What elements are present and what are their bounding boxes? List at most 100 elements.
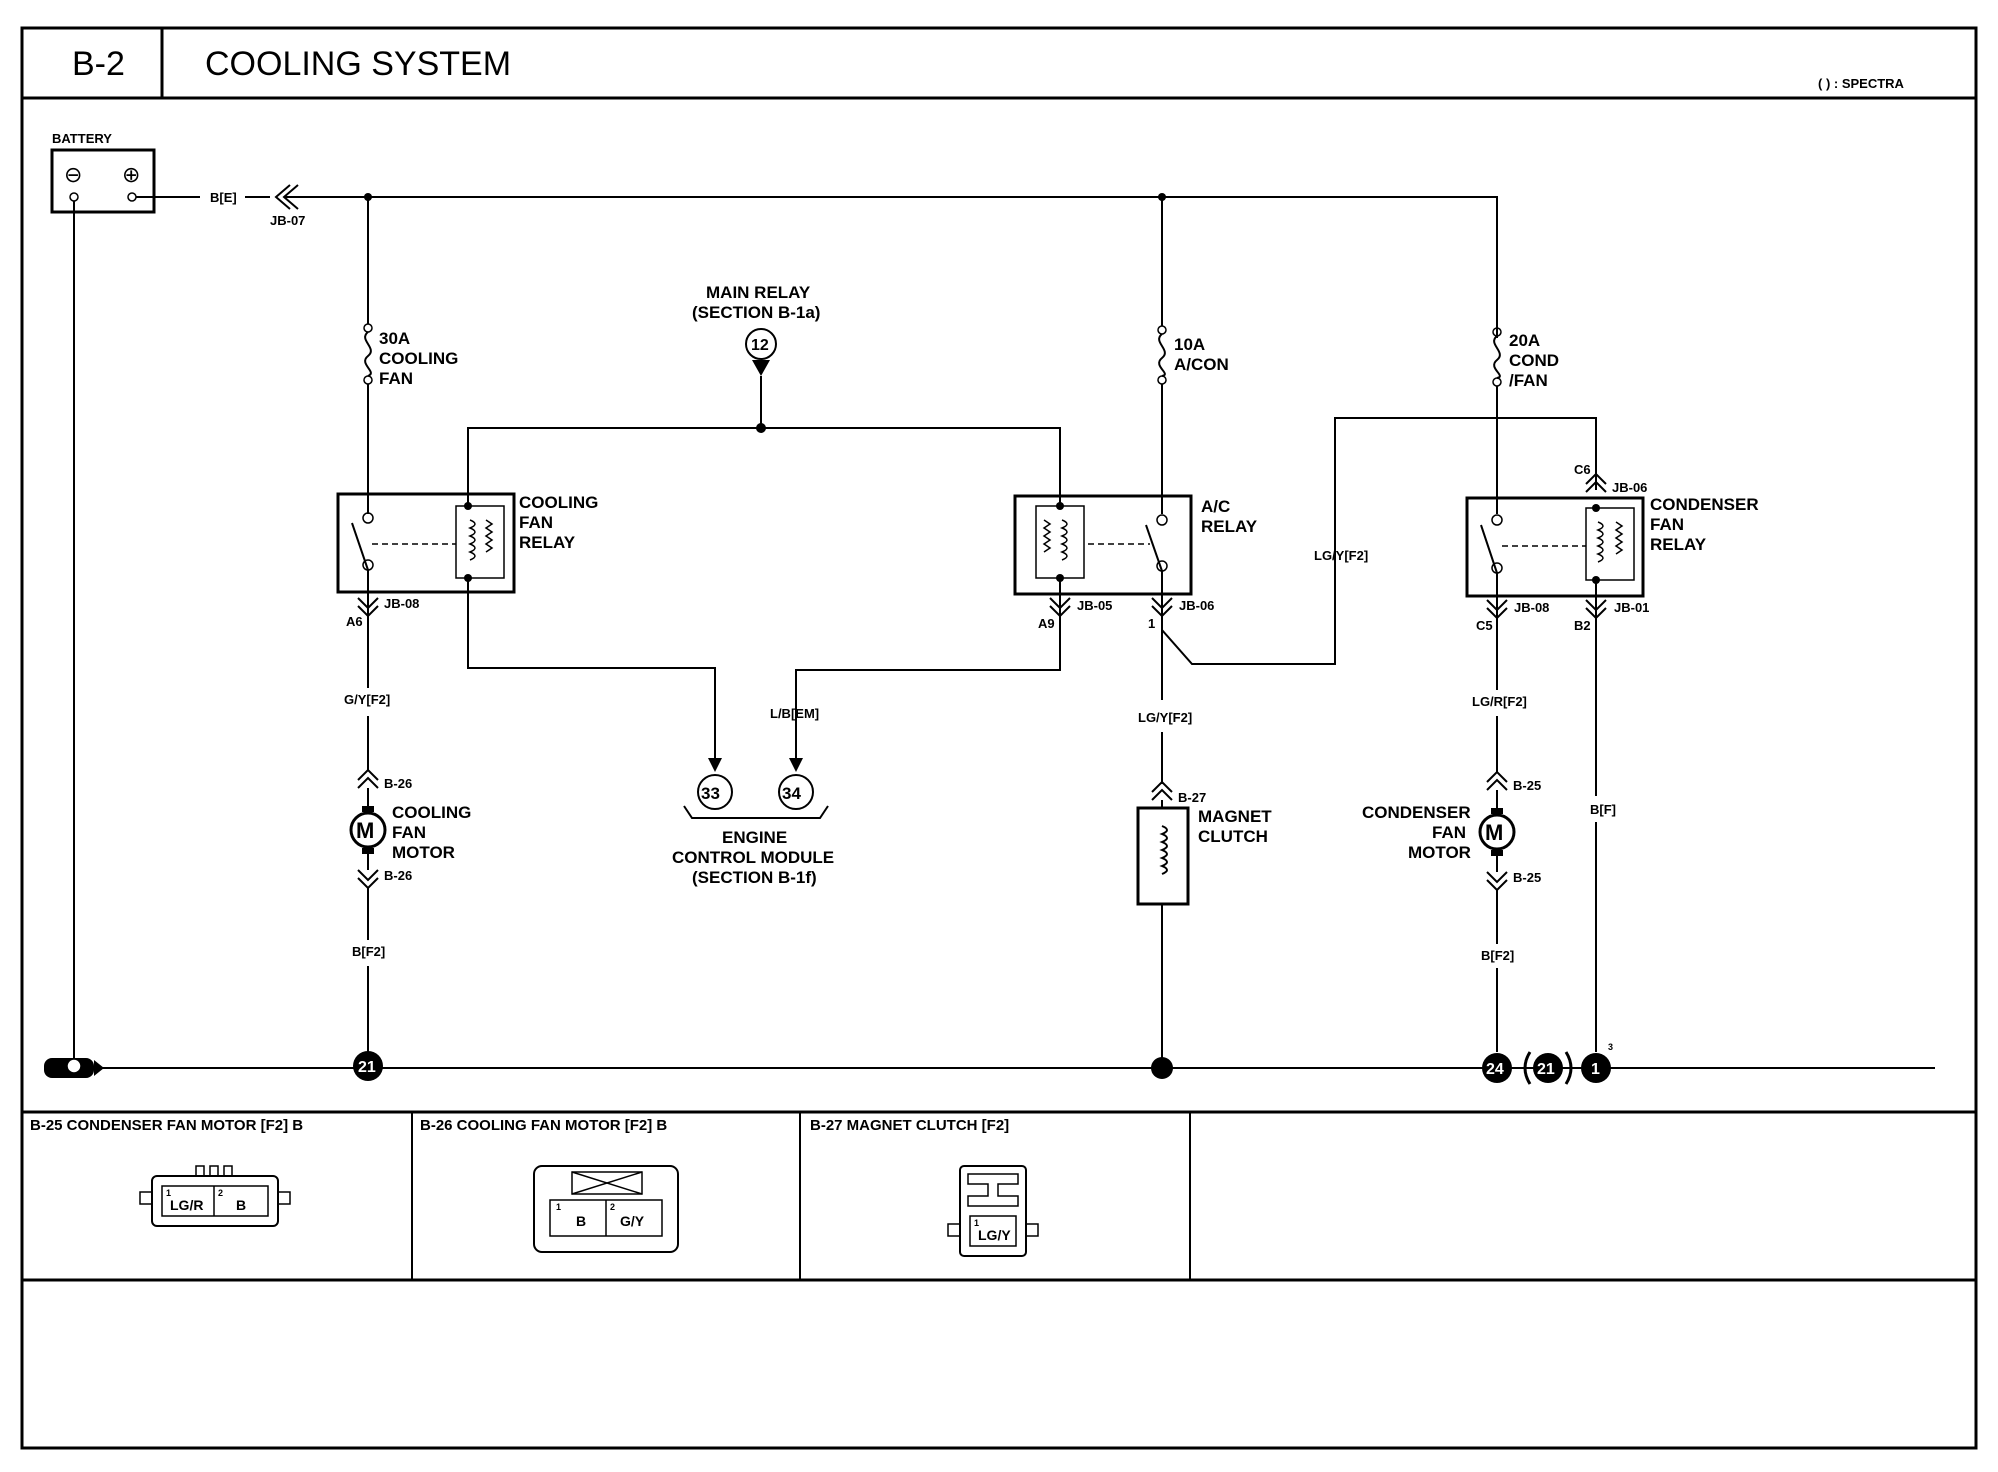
cf-motor-conn-top-icon-2	[357, 776, 379, 789]
cond-motor-conn-top-icon-2	[1486, 778, 1508, 791]
cf-motor-conn-bottom-icon	[357, 869, 379, 882]
cf-relay-coil-box	[455, 505, 505, 579]
cond-ground-ref-3: 1	[1591, 1061, 1600, 1078]
cond-relay-switch	[1480, 524, 1498, 574]
cf-relay-label-1: COOLING	[519, 493, 598, 512]
main-relay-label-1: MAIN RELAY	[706, 283, 811, 302]
ecm-pin-34: 34	[782, 784, 801, 803]
fuse-10a-label-1: 10A	[1174, 335, 1205, 354]
ac-relay-jb-right: JB-06	[1179, 598, 1214, 613]
page-frame	[20, 26, 1978, 1450]
fuse-30a-icon	[363, 323, 373, 385]
cond-ground-ref-2: 21	[1537, 1061, 1555, 1078]
cf-motor-conn-top: B-26	[384, 776, 412, 791]
ac-relay-resistor-icon	[1042, 519, 1052, 553]
cond-relay-c6-icon-2	[1585, 480, 1607, 493]
battery-neg-icon: ⊖	[64, 162, 82, 187]
ac-relay-pin-right: 1	[1148, 616, 1155, 631]
ac-relay-box	[1013, 494, 1193, 596]
cf-ground-ref-badge	[353, 1051, 383, 1081]
fuse-20a-label-2: COND	[1509, 351, 1559, 370]
cond-relay-contact-top	[1491, 514, 1503, 526]
ac-relay-node-top	[1056, 502, 1064, 510]
cond-relay-label-3: RELAY	[1650, 535, 1707, 554]
clutch-conn: B-27	[1178, 790, 1206, 805]
cond-motor-label-2: FAN	[1432, 823, 1466, 842]
ecm-label-3: (SECTION B-1f)	[692, 868, 817, 887]
cond-motor-conn-bottom: B-25	[1513, 870, 1541, 885]
connector-b27-title: B-27 MAGNET CLUTCH [F2]	[810, 1117, 1009, 1134]
ecm-label-1: ENGINE	[722, 828, 787, 847]
ecm-pin-33: 33	[701, 784, 720, 803]
cond-relay-coil-icon	[1595, 521, 1604, 563]
clutch-label-1: MAGNET	[1198, 807, 1272, 826]
paren-right	[1564, 1051, 1573, 1085]
ecm34-wire	[795, 578, 1061, 760]
battery-box	[50, 148, 156, 214]
ecm-bracket	[683, 805, 829, 819]
magnet-clutch-coil-icon	[1159, 825, 1168, 875]
cond-relay-node-top	[1592, 504, 1600, 512]
cond-relay-label-1: CONDENSER	[1650, 495, 1759, 514]
ecm33-arrow-icon	[708, 758, 722, 772]
jb07-connector-icon	[274, 184, 291, 210]
ac-relay-jb05-icon	[1049, 597, 1071, 610]
fuse-30a-label-3: FAN	[379, 369, 413, 388]
cond-relay-jb-right: JB-01	[1614, 600, 1649, 615]
cond-ground-pin: 3	[1608, 1042, 1613, 1052]
cond-wire-label: LG/R[F2]	[1472, 694, 1527, 709]
cond-motor-label-1: CONDENSER	[1362, 803, 1471, 822]
ecm-label-2: CONTROL MODULE	[672, 848, 834, 867]
cond-ground-ref-1-badge	[1482, 1053, 1512, 1083]
b25-pin2: B	[236, 1197, 246, 1213]
connector-b26-title: B-26 COOLING FAN MOTOR [F2] B	[420, 1117, 667, 1134]
cond-relay-pin-right: B2	[1574, 618, 1591, 633]
ac-cond-cross-wire	[1161, 417, 1597, 665]
ac-relay-label-1: A/C	[1201, 497, 1230, 516]
battery-label: BATTERY	[52, 131, 112, 146]
cf-relay-pin: A6	[346, 614, 363, 629]
ecm-wire-label: L/B[EM]	[770, 706, 819, 721]
cond-relay-top-jb: JB-06	[1612, 480, 1647, 495]
main-relay-arrow-icon	[752, 360, 770, 376]
main-relay-coil-feed	[467, 427, 1061, 506]
cf-motor-symbol: M	[356, 818, 374, 843]
variant-note: ( ) : SPECTRA	[1818, 76, 1905, 91]
fuse-30a-label-1: 30A	[379, 329, 410, 348]
cond-motor-symbol: M	[1485, 820, 1503, 845]
cf-motor-conn-bottom: B-26	[384, 868, 412, 883]
cond-relay-label-2: FAN	[1650, 515, 1684, 534]
cf-motor-label-2: FAN	[392, 823, 426, 842]
main-relay-ref-circle	[745, 328, 777, 360]
cf-motor-label-1: COOLING	[392, 803, 471, 822]
b26-pin1-no: 1	[556, 1202, 561, 1212]
cond-ground-ref-3-badge	[1581, 1053, 1611, 1083]
b27-pin1: LG/Y	[978, 1227, 1011, 1243]
ac-relay-contact-top	[1156, 514, 1168, 526]
battery-pos-terminal	[127, 192, 137, 202]
ac-relay-coil-box	[1035, 505, 1085, 579]
fuse-20a-icon	[1492, 327, 1502, 387]
cf-relay-contact-top	[362, 512, 374, 524]
main-power-bus	[284, 196, 1498, 338]
cf-ground-wire-label: B[F2]	[352, 944, 385, 959]
ground-connector-icon	[44, 1058, 104, 1078]
cf-motor-conn-top-icon	[357, 768, 379, 781]
clutch-conn-icon	[1151, 780, 1173, 793]
cond-relay-top-pin: C6	[1574, 462, 1591, 477]
page-code: B-2	[72, 45, 125, 83]
ac-wire-label: LG/Y[F2]	[1138, 710, 1192, 725]
battery-pos-icon: ⊕	[122, 162, 140, 187]
cf-motor-icon	[349, 811, 387, 849]
cond-motor-conn-top-icon	[1486, 770, 1508, 783]
clutch-conn-icon-2	[1151, 788, 1173, 801]
cooling-fan-relay-box	[336, 492, 516, 594]
cf-relay-coil-icon	[467, 519, 476, 561]
fuse-30a-label-2: COOLING	[379, 349, 458, 368]
ac-cross-wire-label: LG/Y[F2]	[1314, 548, 1368, 563]
fuse-10a-icon	[1157, 325, 1167, 385]
ac-relay-label-2: RELAY	[1201, 517, 1258, 536]
cond-relay-pin-left: C5	[1476, 618, 1493, 633]
clutch-label-2: CLUTCH	[1198, 827, 1268, 846]
cf-relay-jb: JB-08	[384, 596, 419, 611]
